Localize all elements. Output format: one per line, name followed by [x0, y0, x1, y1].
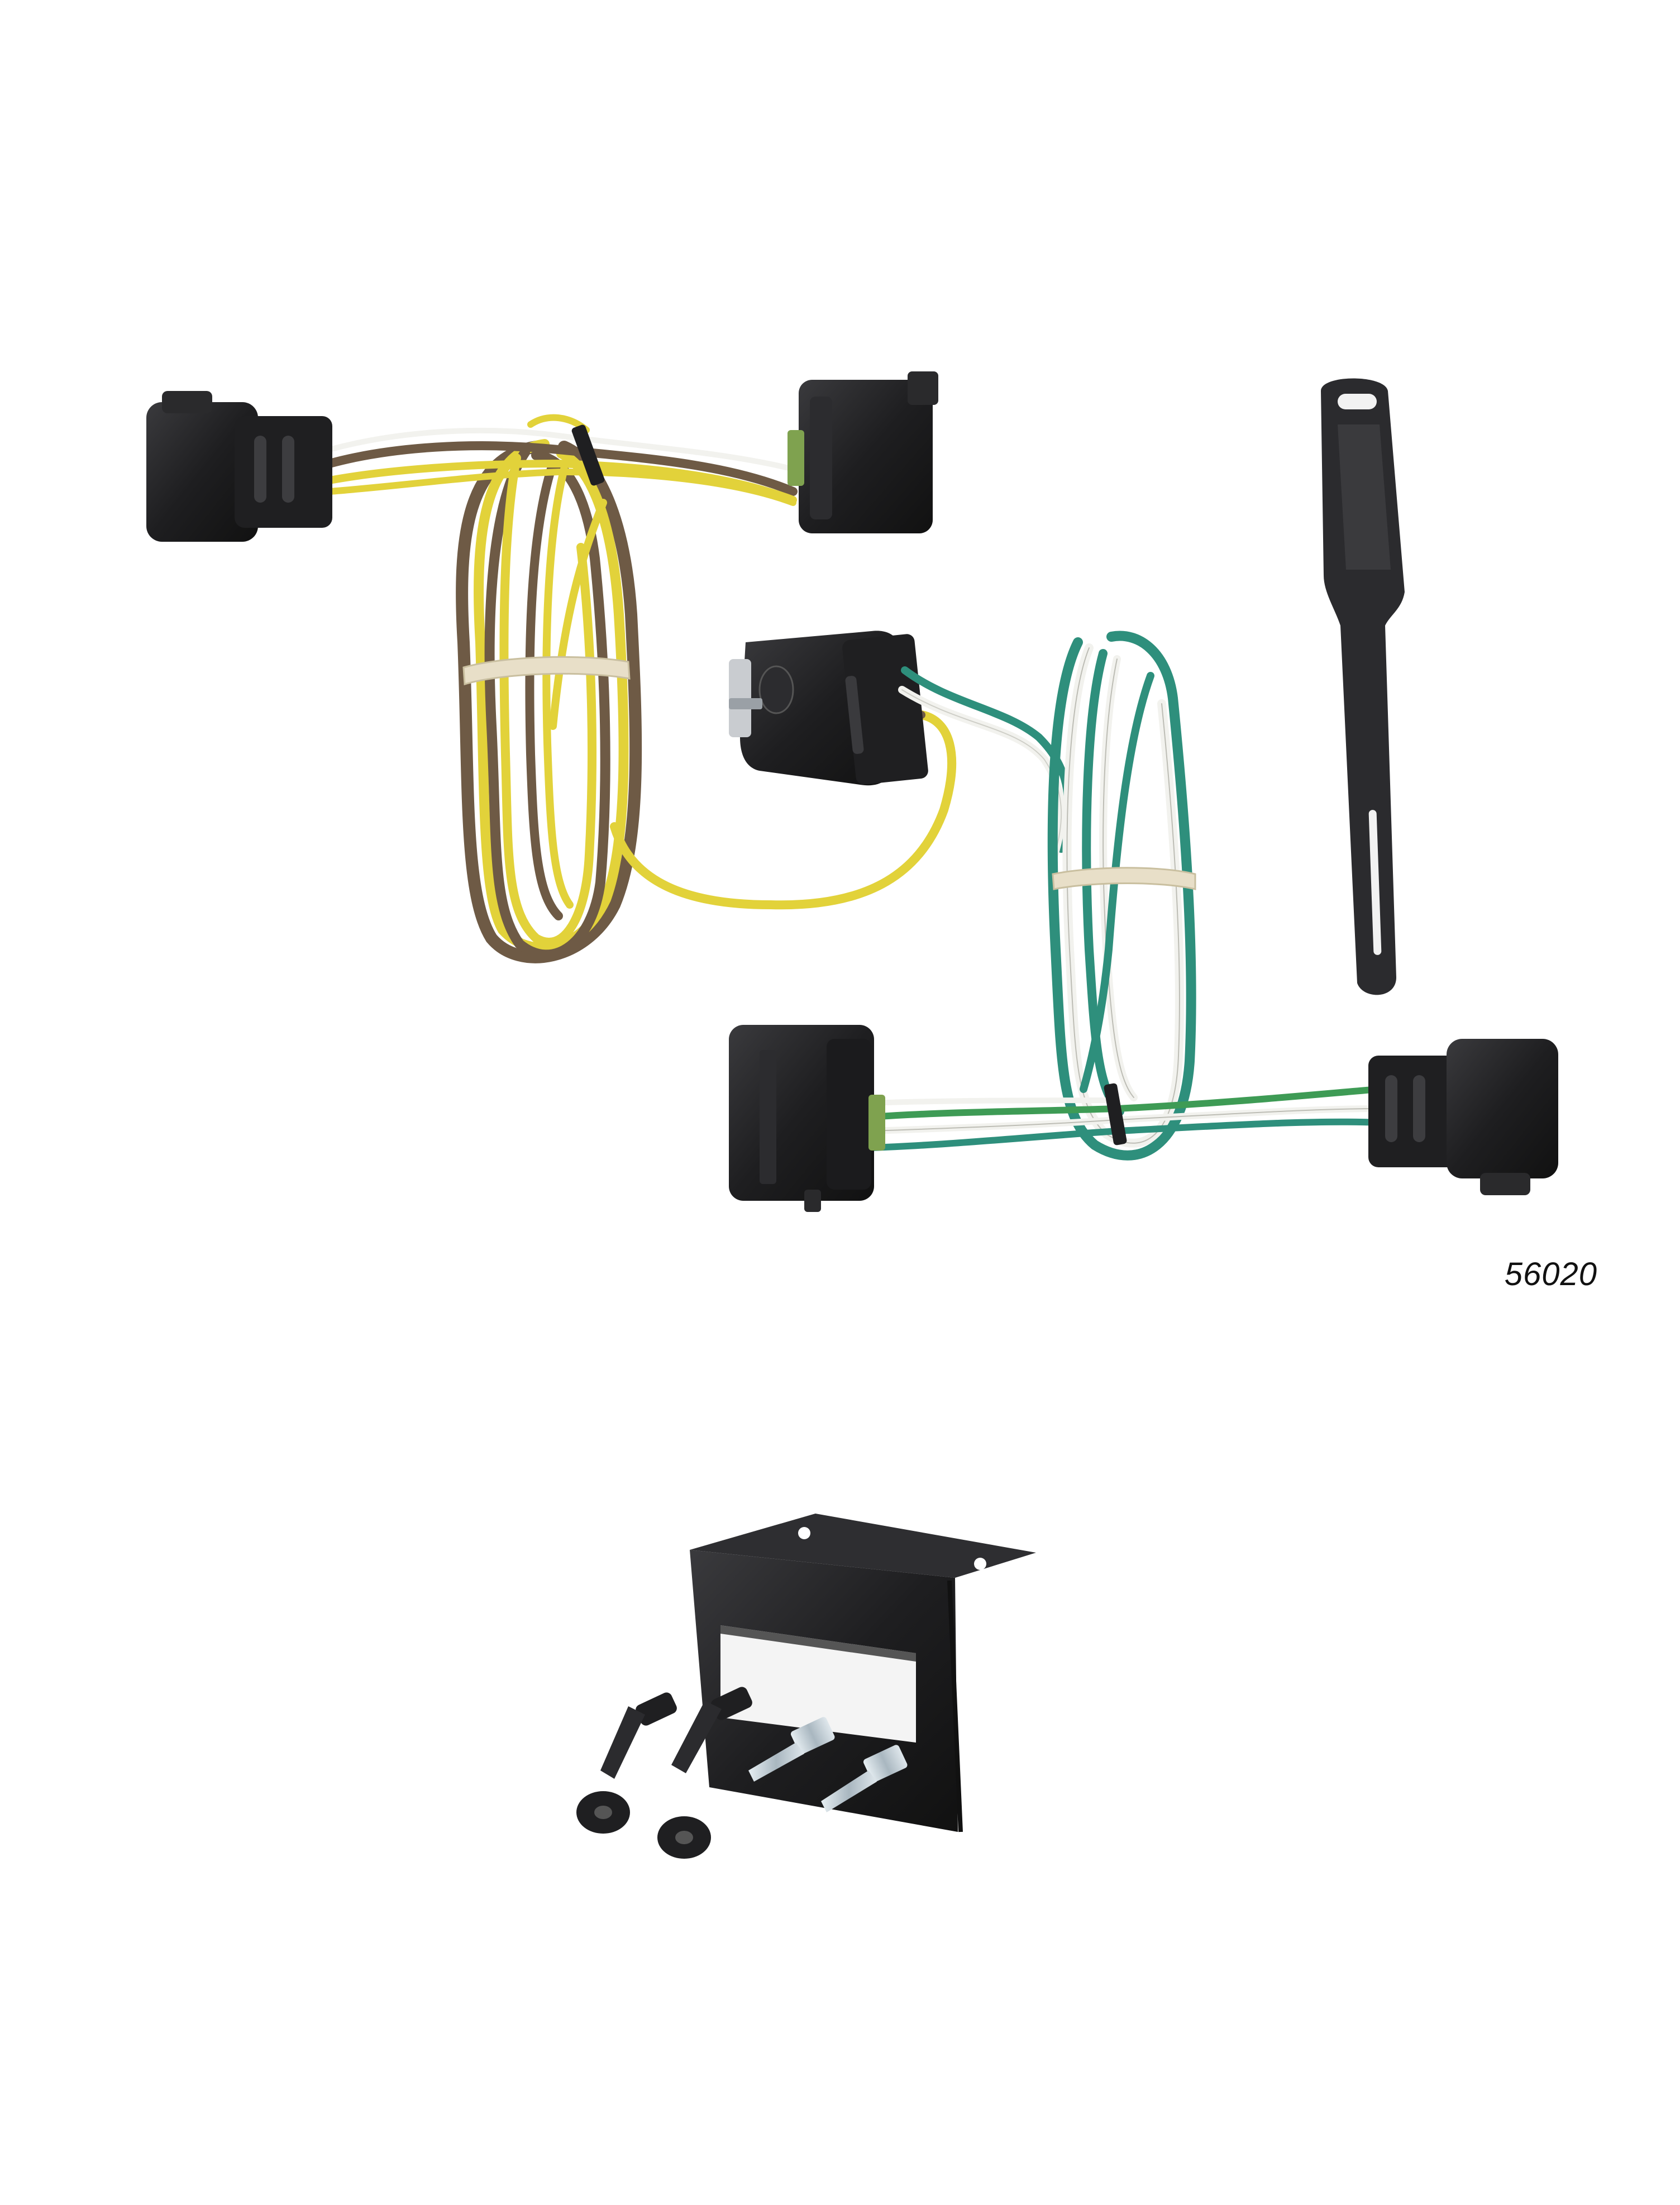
right-connector-yellow [787, 371, 938, 533]
white-green-harness [868, 631, 1383, 1161]
tape-band [462, 656, 631, 685]
hardware-self-tapping-screw [748, 1717, 835, 1782]
four-flat-plug [729, 631, 928, 786]
left-connector-yellow [146, 391, 332, 542]
mounting-strap [1321, 378, 1405, 995]
logo-emblem [758, 665, 794, 714]
zip-tie [1104, 1083, 1127, 1146]
tape-band [1052, 867, 1196, 890]
hardware-self-tapping-screw [821, 1745, 908, 1812]
hardware-lock-nut [657, 1816, 711, 1859]
yellow-brown-wire-coil [456, 439, 957, 963]
part-number-label: 56020 [1504, 1256, 1597, 1292]
hardware-bolt [671, 1687, 752, 1773]
bottom-right-connector-green [1368, 1039, 1558, 1195]
yellow-brown-trunk [325, 414, 798, 506]
bottom-left-connector-green [729, 1025, 885, 1212]
hardware-lock-nut [576, 1791, 630, 1834]
yellow-brown-harness [146, 371, 957, 963]
hardware-bolt [600, 1692, 677, 1779]
zip-tie [571, 424, 605, 486]
